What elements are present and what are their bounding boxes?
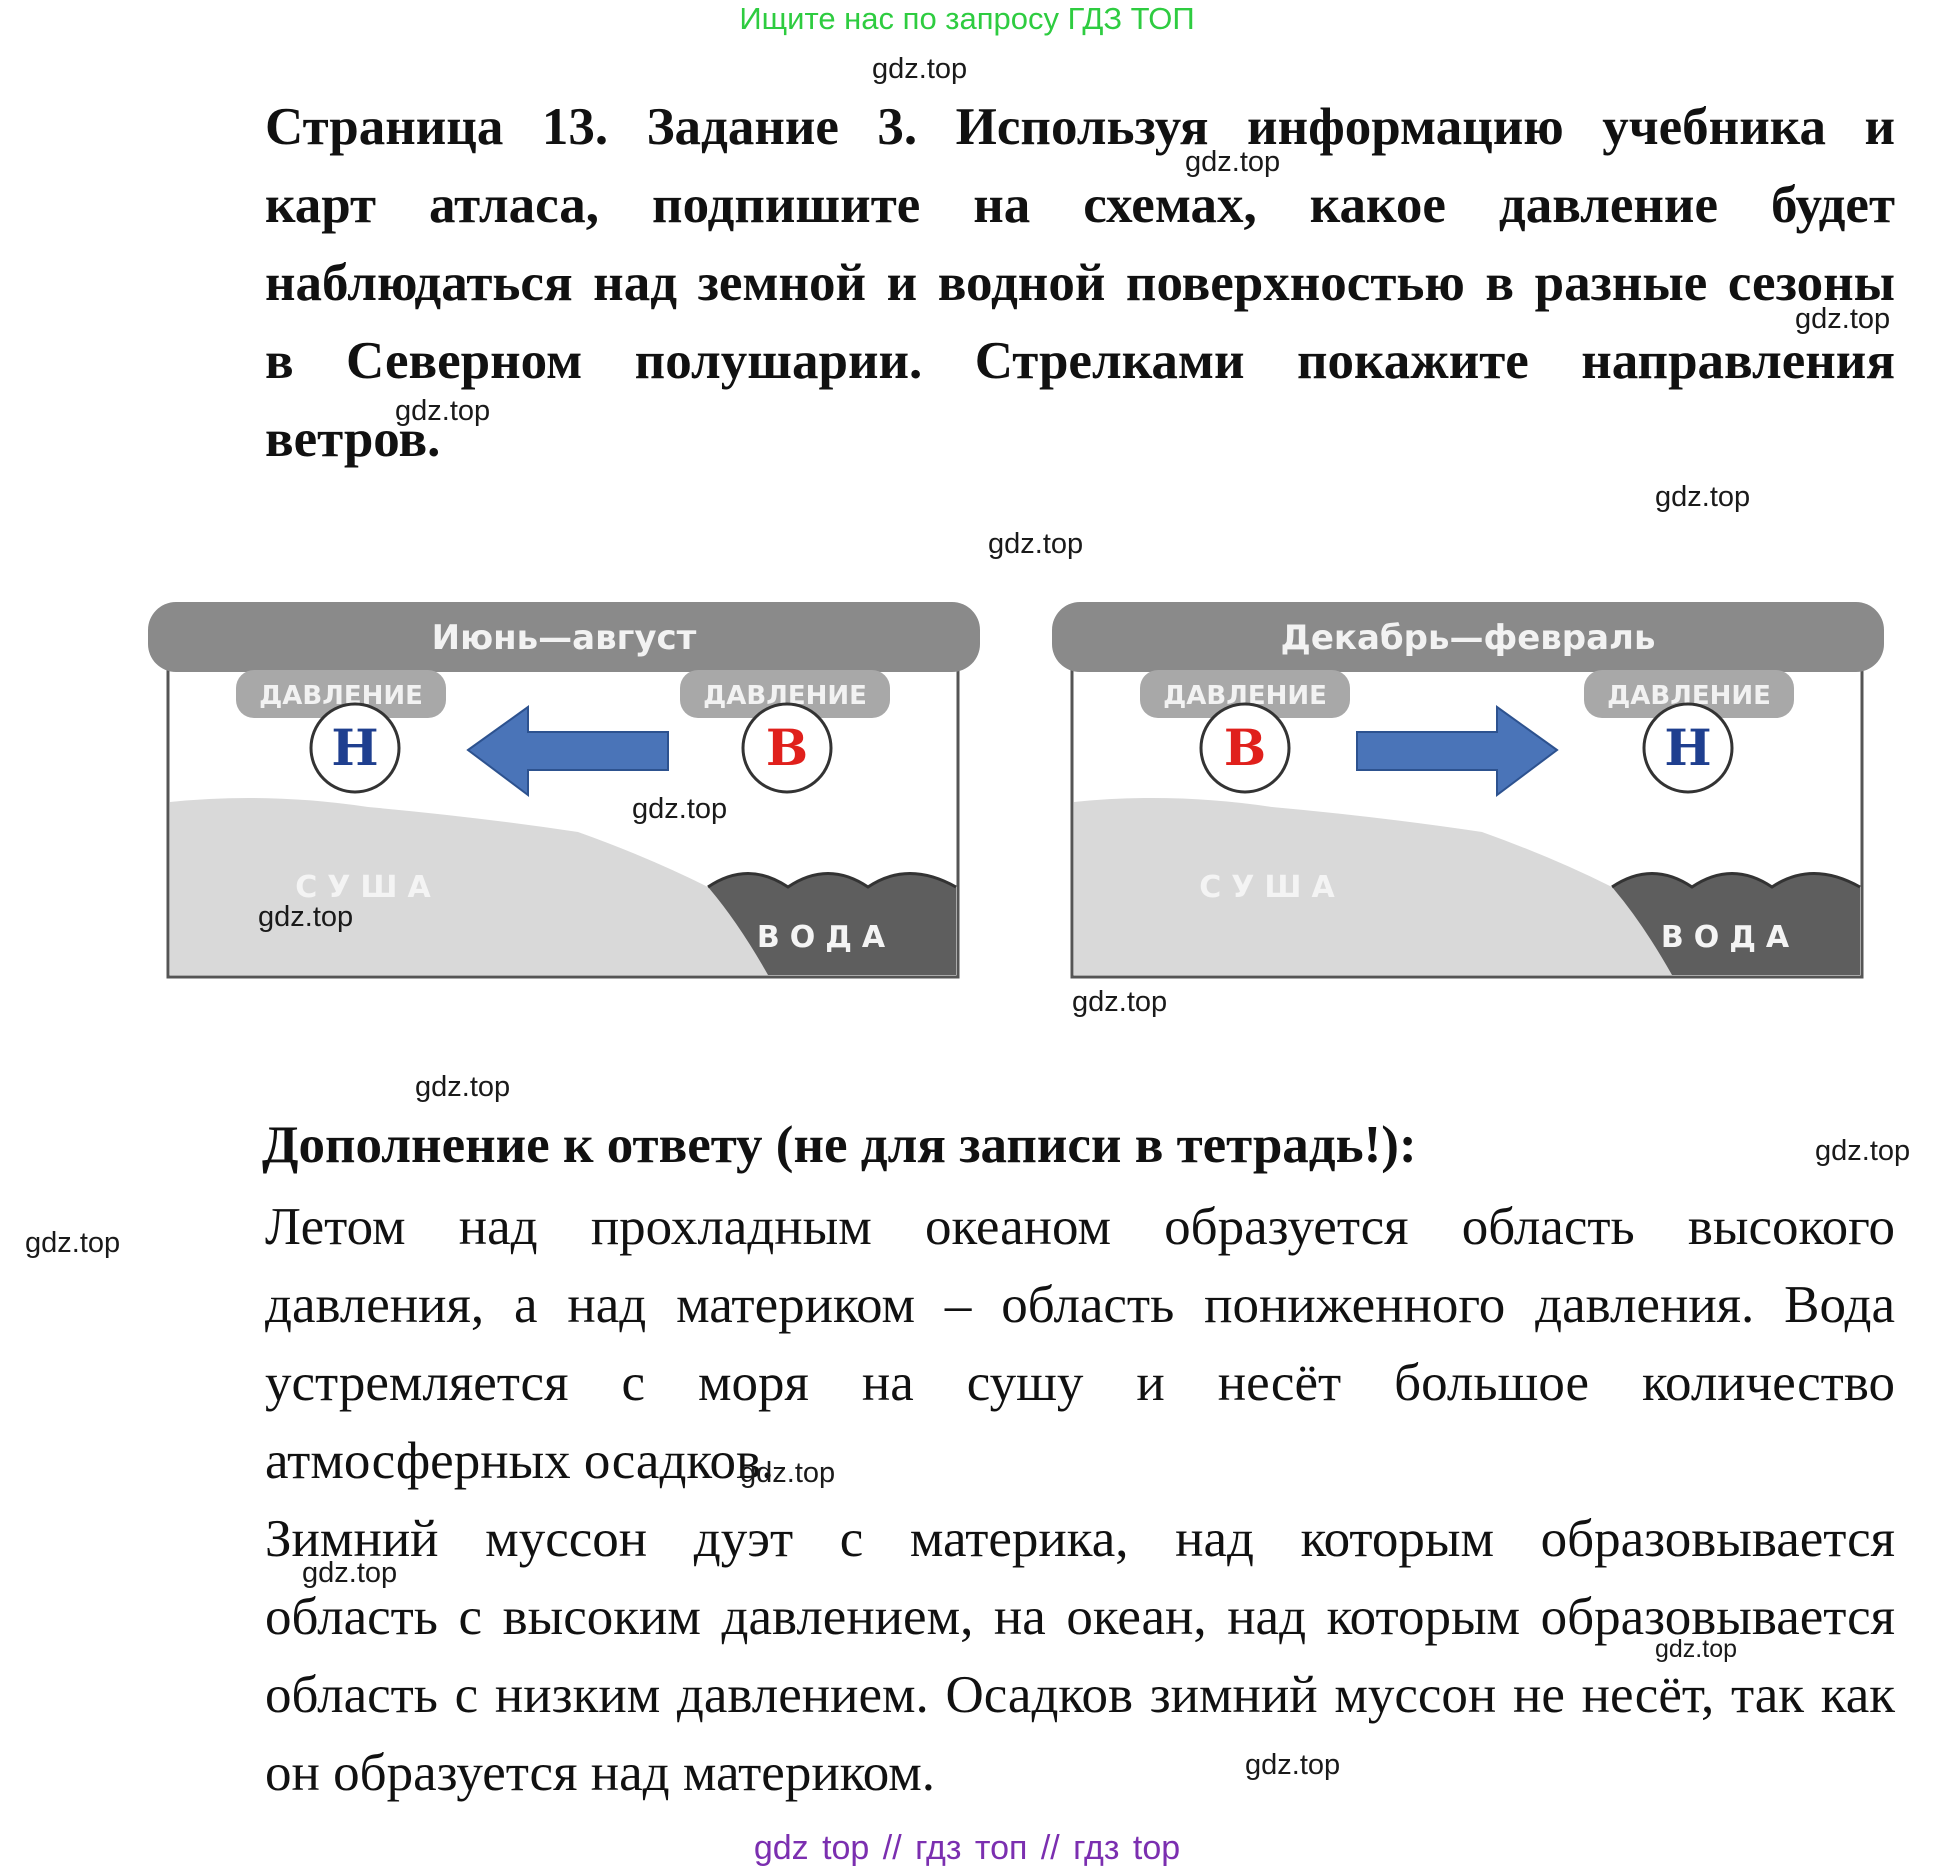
diagram-summer: Июнь—август ДАВЛЕНИЕ ДАВЛЕНИЕ Н В СУША В… xyxy=(148,602,980,982)
watermark: gdz.top xyxy=(1072,986,1168,1018)
task-line-1: Страница 13. Задание 3. Используя информ… xyxy=(265,98,1895,156)
task-line-5: ветров. xyxy=(265,410,441,468)
pressure-box-left xyxy=(236,670,446,718)
pressure-circle-right xyxy=(1642,702,1734,794)
diagram-winter: Декабрь—февраль ДАВЛЕНИЕ ДАВЛЕНИЕ В Н СУ… xyxy=(1052,602,1884,982)
bottom-links[interactable]: gdz top // гдз топ // гдз top xyxy=(753,1829,1181,1867)
p2-line-4: он образуется над материком. xyxy=(265,1744,936,1802)
diagram-summer-svg: Июнь—август ДАВЛЕНИЕ ДАВЛЕНИЕ Н В СУША В… xyxy=(148,602,980,979)
pressure-box-right xyxy=(1584,670,1794,718)
diagram-winter-svg: Декабрь—февраль ДАВЛЕНИЕ ДАВЛЕНИЕ В Н СУ… xyxy=(1052,602,1884,979)
watermark: gdz.top xyxy=(1795,303,1891,335)
p2-line-1: Зимний муссон дуэт с материка, над котор… xyxy=(265,1510,1895,1568)
watermark: gdz.top xyxy=(1655,481,1751,513)
watermark: gdz.top xyxy=(415,1071,511,1103)
wind-arrow-right xyxy=(1356,705,1559,797)
addendum-paragraph-1: Летом над прохладным океаном образуется … xyxy=(115,1188,1895,1500)
watermark: gdz.top xyxy=(395,395,491,427)
search-banner[interactable]: Ищите нас по запросу ГДЗ ТОП xyxy=(739,1,1195,36)
wind-arrow-left xyxy=(466,705,669,797)
pressure-letter-left: Н xyxy=(331,718,378,777)
p2-line-3: область с низким давлением. Осадков зимн… xyxy=(265,1666,1895,1724)
watermark: gdz.top xyxy=(302,1557,398,1589)
task-line-3: наблюдаться над земной и водной поверхно… xyxy=(265,254,1895,312)
pressure-circle-left xyxy=(1199,702,1291,794)
p1-line-4: атмосферных осадков. xyxy=(265,1432,775,1490)
water-label: ВОДА xyxy=(1661,920,1799,955)
task-line-2: карт атласа, подпишите на схемах, какое … xyxy=(265,176,1895,234)
pressure-letter-right: Н xyxy=(1664,718,1711,777)
watermark: gdz.top xyxy=(988,528,1084,560)
addendum-paragraph-2: Зимний муссон дуэт с материка, над котор… xyxy=(115,1500,1895,1812)
water-area xyxy=(1612,873,1860,975)
water-area xyxy=(708,873,956,975)
season-header xyxy=(1052,602,1884,672)
land-area xyxy=(170,798,768,975)
season-title: Декабрь—февраль xyxy=(1281,618,1656,658)
addendum-title: Дополнение к ответу (не для записи в тет… xyxy=(262,1116,1417,1174)
watermark: gdz.top xyxy=(872,53,968,85)
watermark: gdz.top xyxy=(632,793,728,825)
watermark: gdz.top xyxy=(1655,1635,1738,1663)
land-label: СУША xyxy=(295,870,440,905)
watermark: gdz.top xyxy=(1815,1135,1911,1167)
watermark: gdz.top xyxy=(258,901,354,933)
watermark: gdz.top xyxy=(1185,146,1281,178)
water-label: ВОДА xyxy=(757,920,895,955)
pressure-letter-right: В xyxy=(766,718,808,777)
land-label: СУША xyxy=(1199,870,1344,905)
watermark: gdz.top xyxy=(25,1227,121,1259)
pressure-box-right xyxy=(680,670,890,718)
season-header xyxy=(148,602,980,672)
watermark: gdz.top xyxy=(1245,1749,1341,1781)
p1-line-2: давления, а над материком – область пони… xyxy=(265,1276,1895,1334)
pressure-circle-right xyxy=(741,702,833,794)
task-statement: Страница 13. Задание 3. Используя информ… xyxy=(115,88,1895,478)
land-area xyxy=(1074,798,1672,975)
pressure-circle-left xyxy=(309,702,401,794)
p1-line-1: Летом над прохладным океаном образуется … xyxy=(265,1198,1895,1256)
season-title: Июнь—август xyxy=(432,618,697,658)
pressure-box-left xyxy=(1140,670,1350,718)
pressure-letter-left: В xyxy=(1224,718,1266,777)
watermark: gdz.top xyxy=(740,1457,836,1489)
task-line-4: в Северном полушарии. Стрелками покажите… xyxy=(265,332,1895,390)
p1-line-3: устремляется с моря на сушу и несёт боль… xyxy=(265,1354,1895,1412)
p2-line-2: область с высоким давлением, на океан, н… xyxy=(265,1588,1895,1646)
